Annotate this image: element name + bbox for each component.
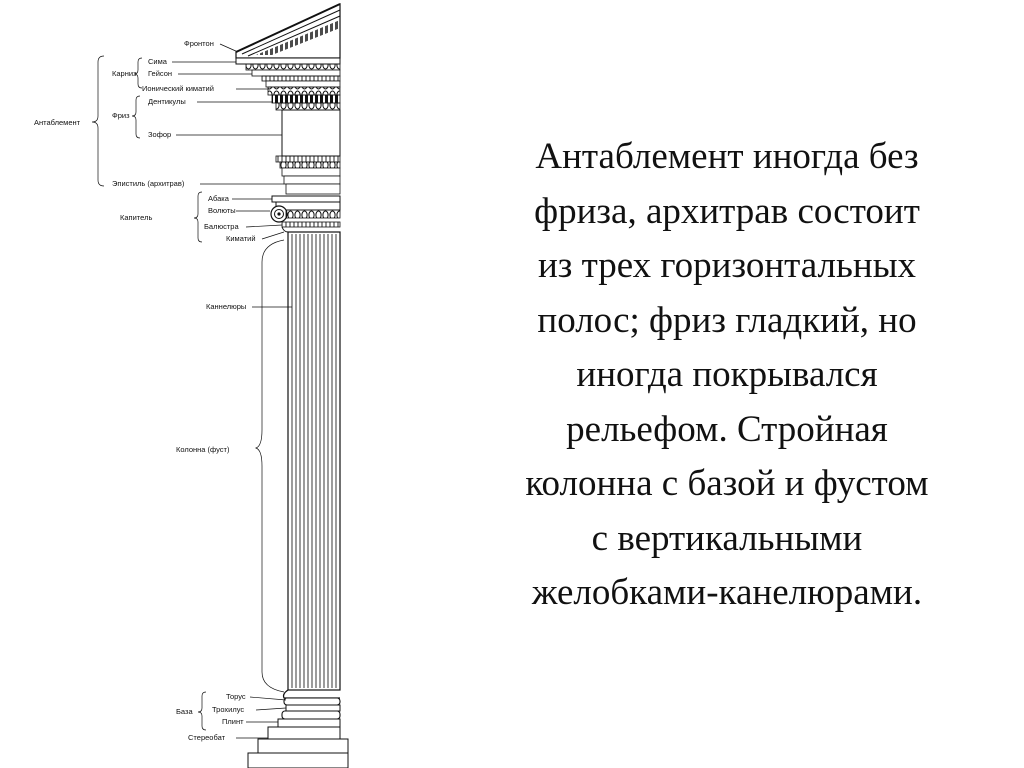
label-ionic-kymation: Ионический киматий — [142, 84, 214, 93]
label-karniz: Карниз — [112, 69, 137, 78]
label-fronton: Фронтон — [184, 39, 214, 48]
caption-line: иногда покрывался — [576, 354, 878, 395]
caption-line: Антаблемент иногда без — [535, 136, 919, 177]
label-zophoros: Зофор — [148, 130, 171, 139]
caption-line: колонна с базой и фустом — [525, 463, 929, 504]
caption-text: Антаблемент иногда без фриза, архитрав с… — [472, 130, 982, 621]
label-antablement: Антаблемент — [34, 118, 81, 127]
label-sima: Сима — [148, 57, 168, 66]
label-capital: Капитель — [120, 213, 152, 222]
label-column: Колонна (фуст) — [176, 445, 230, 454]
caption-line: рельефом. Стройная — [566, 408, 888, 450]
entablature — [235, 57, 341, 195]
caption-line: желобками-канелюрами. — [531, 572, 923, 613]
label-epistyle: Эпистиль (архитрав) — [112, 179, 185, 188]
column-base — [247, 689, 349, 768]
labels: Фронтон Карниз Сима Гейсон Антаблемент И… — [34, 39, 292, 742]
label-frieze: Фриз — [112, 111, 130, 120]
label-stereobate: Стереобат — [188, 733, 226, 742]
caption-line: из трех горизонтальных — [537, 245, 917, 286]
label-geison: Гейсон — [148, 69, 172, 78]
label-flutes: Каннелюры — [206, 302, 246, 311]
label-dentils: Дентикулы — [148, 97, 186, 106]
label-volutes: Волюты — [208, 206, 236, 215]
label-kymation: Киматий — [226, 234, 256, 243]
label-torus: Торус — [226, 692, 246, 701]
label-plinth: Плинт — [222, 717, 244, 726]
pediment — [235, 3, 341, 59]
label-balustra: Балюстра — [204, 222, 239, 231]
label-base: База — [176, 707, 193, 716]
label-trochilus: Трохилус — [212, 705, 244, 714]
caption-line: с вертикальными — [591, 517, 863, 559]
caption-line: фриза, архитрав состоит — [534, 190, 920, 232]
label-abacus: Абака — [208, 194, 230, 203]
capital — [270, 195, 341, 233]
column-shaft — [287, 231, 341, 691]
caption-line: полос; фриз гладкий, но — [537, 299, 917, 341]
